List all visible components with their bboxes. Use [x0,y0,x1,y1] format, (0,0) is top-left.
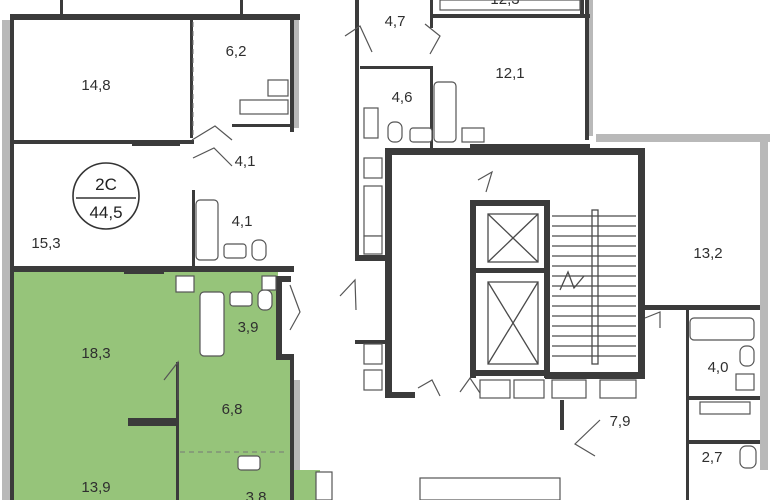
staircase [552,209,636,365]
room-area-3-8: 3,8 [246,489,267,500]
room-area-4-6: 4,6 [392,89,413,106]
doors [163,23,661,457]
room-area-4-7: 4,7 [385,13,406,30]
apartment-code: 2С [95,175,117,194]
room-area-18-3: 18,3 [81,345,110,362]
apartment-badge[interactable]: 2С 44,5 [72,162,140,230]
dashed-partitions [180,22,288,453]
room-area-15-3: 15,3 [31,235,60,252]
room-area-6-2: 6,2 [226,43,247,60]
room-area-14-8: 14,8 [81,77,110,94]
apartment-badge-circle [72,162,140,230]
room-area-4-0: 4,0 [708,359,729,376]
room-area-4-1-hall: 4,1 [235,153,256,170]
highlighted-apartment[interactable] [14,272,320,500]
room-area-13-2: 13,2 [693,245,722,262]
highlighted-apartment-fill [14,272,320,500]
room-area-top-partial: 12,3 [490,0,519,8]
elevator-shaft-lower [487,281,539,365]
room-area-7-9: 7,9 [610,413,631,430]
fixtures [175,0,757,500]
walls [10,0,760,500]
room-area-6-8: 6,8 [222,401,243,418]
room-area-4-1-bath: 4,1 [232,213,253,230]
elevator-shaft-upper [487,213,539,263]
room-area-2-7: 2,7 [702,449,723,466]
room-area-3-9: 3,9 [238,319,259,336]
room-labels: 12,3 4,7 12,1 4,6 14,8 6,2 4,1 4,1 15,3 … [31,0,728,500]
room-area-12-1: 12,1 [495,65,524,82]
apartment-total-area: 44,5 [89,203,122,222]
room-area-13-9: 13,9 [81,479,110,496]
